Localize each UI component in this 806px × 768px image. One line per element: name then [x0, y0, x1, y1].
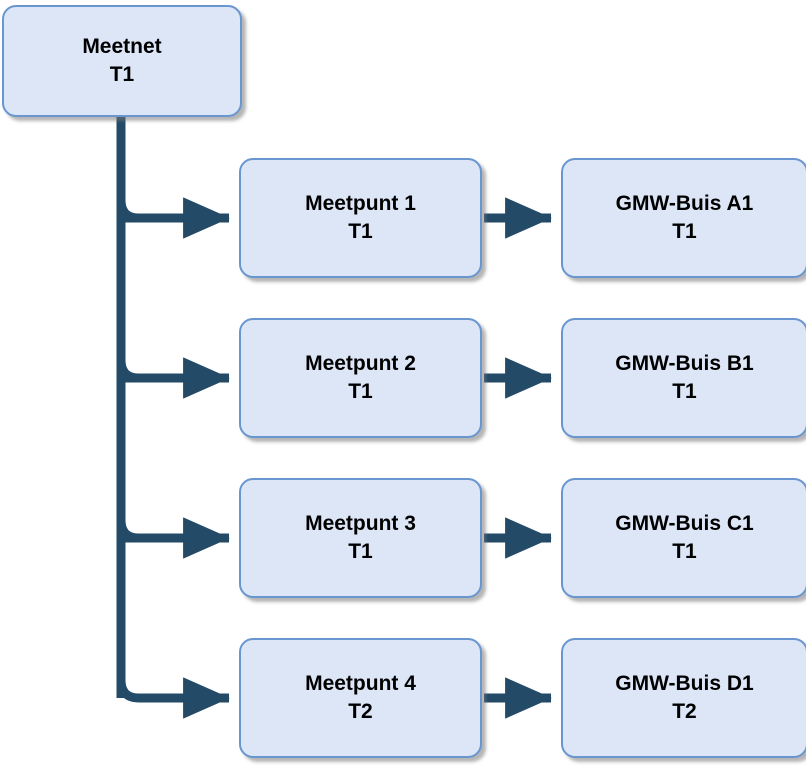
node-meetpunt-4[interactable]: Meetpunt 4 T2 — [239, 638, 482, 758]
node-meetpunt-2-version: T1 — [348, 380, 373, 403]
node-gmw-buis-d1-version: T2 — [672, 700, 697, 723]
node-gmw-buis-c1-label: GMW-Buis C1 — [615, 512, 754, 536]
meetpunt-to-gmw-links — [484, 197, 552, 719]
node-gmw-buis-c1-version: T1 — [672, 540, 697, 563]
elbow-branch-to-meetpunt-4 — [116, 677, 230, 719]
node-meetpunt-3[interactable]: Meetpunt 3 T1 — [239, 478, 482, 598]
node-meetpunt-1-label: Meetpunt 1 — [305, 192, 416, 216]
node-meetpunt-4-label: Meetpunt 4 — [305, 672, 416, 696]
node-meetpunt-2[interactable]: Meetpunt 2 T1 — [239, 318, 482, 438]
node-meetnet-label: Meetnet — [82, 35, 162, 59]
node-meetpunt-2-label: Meetpunt 2 — [305, 352, 416, 376]
node-meetpunt-3-label: Meetpunt 3 — [305, 512, 416, 536]
node-meetpunt-3-version: T1 — [348, 540, 373, 563]
trunk-fillet-3 — [116, 519, 140, 543]
node-gmw-buis-c1[interactable]: GMW-Buis C1 T1 — [561, 478, 806, 598]
node-meetpunt-1-version: T1 — [348, 220, 373, 243]
trunk-fillet-2 — [116, 359, 140, 383]
node-meetnet-version: T1 — [109, 63, 135, 86]
node-gmw-buis-b1[interactable]: GMW-Buis B1 T1 — [561, 318, 806, 438]
node-meetpunt-1[interactable]: Meetpunt 1 T1 — [239, 158, 482, 278]
trunk-and-branches — [116, 117, 230, 719]
node-gmw-buis-a1[interactable]: GMW-Buis A1 T1 — [561, 158, 806, 278]
node-gmw-buis-a1-version: T1 — [672, 220, 697, 243]
node-gmw-buis-b1-version: T1 — [672, 380, 697, 403]
node-gmw-buis-b1-label: GMW-Buis B1 — [615, 352, 754, 376]
node-meetpunt-4-version: T2 — [348, 700, 373, 723]
node-gmw-buis-d1[interactable]: GMW-Buis D1 T2 — [561, 638, 806, 758]
node-gmw-buis-a1-label: GMW-Buis A1 — [615, 192, 754, 216]
node-gmw-buis-d1-label: GMW-Buis D1 — [615, 672, 754, 696]
trunk-fillet-1 — [116, 199, 140, 223]
node-meetnet[interactable]: Meetnet T1 — [2, 5, 242, 117]
